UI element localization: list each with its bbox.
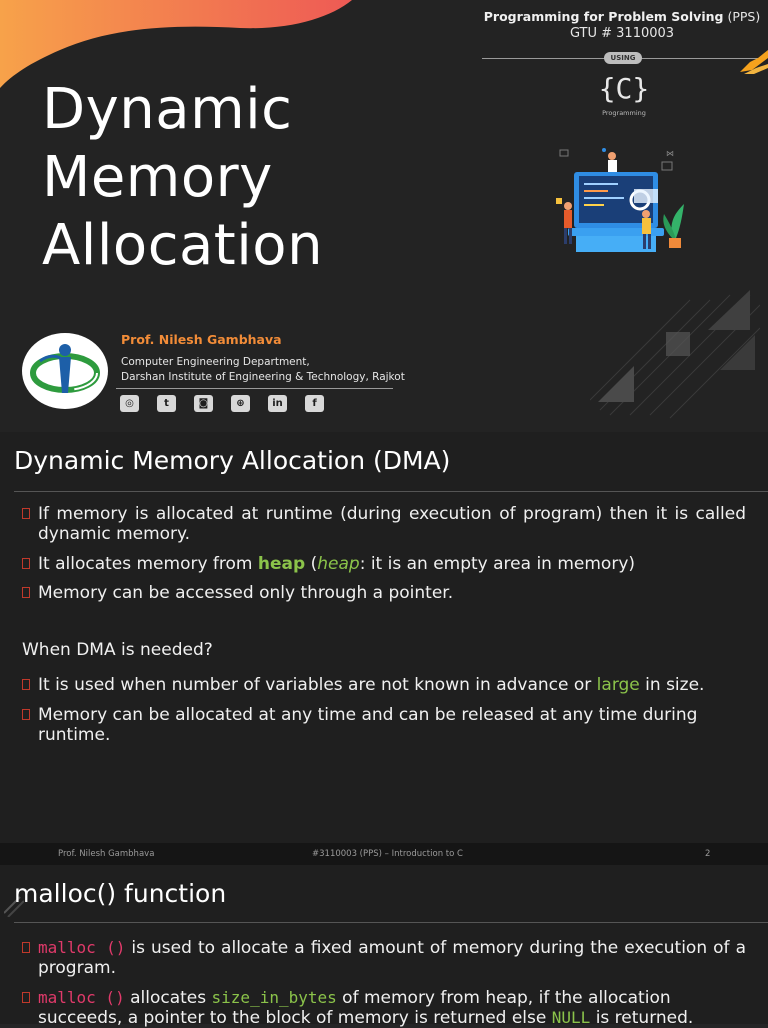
twitter-icon[interactable]: t xyxy=(157,395,176,412)
bullet-icon xyxy=(22,508,30,519)
facebook-icon[interactable]: f xyxy=(305,395,324,412)
bullet-icon xyxy=(22,587,30,598)
question-text: When DMA is needed? xyxy=(22,640,213,660)
course-code: GTU # 3110003 xyxy=(569,26,675,41)
whatsapp-icon[interactable]: ◎ xyxy=(120,395,139,412)
code-null: NULL xyxy=(551,1008,591,1027)
social-links: ◎ t ◙ ⊕ in f xyxy=(120,395,324,412)
bullet-text: Memory can be accessed only through a po… xyxy=(38,583,454,603)
text-run: allocates xyxy=(124,988,212,1008)
bullet-text: It allocates memory from heap (heap: it … xyxy=(38,554,746,574)
bullet-icon xyxy=(22,558,30,569)
text-run: : it is an empty area in memory) xyxy=(359,554,636,574)
divider xyxy=(14,491,768,492)
dma-slide: Dynamic Memory Allocation (DMA) If memor… xyxy=(0,432,768,864)
darshan-logo xyxy=(22,333,108,409)
course-header: Programming for Problem Solving (PPS) GT… xyxy=(482,8,762,42)
title-line: Allocation xyxy=(42,213,324,278)
c-logo-caption: Programming xyxy=(602,109,646,117)
list-item: malloc () allocates size_in_bytes of mem… xyxy=(22,988,746,1028)
affiliation: Computer Engineering Department, Darshan… xyxy=(121,355,405,385)
highlight-heap: heap xyxy=(257,554,306,574)
bullet-icon xyxy=(22,992,30,1003)
bullet-text: malloc () allocates size_in_bytes of mem… xyxy=(38,988,746,1028)
bullet-icon xyxy=(22,679,30,690)
text-run: It allocates memory from xyxy=(38,554,258,574)
institute-emblem-icon xyxy=(30,344,100,393)
text-run: of memory from heap, if the allocation s… xyxy=(38,988,671,1028)
corner-stripes-decoration xyxy=(4,896,24,917)
list-item: It is used when number of variables are … xyxy=(22,675,746,695)
slide-title: Dynamic Memory Allocation xyxy=(42,76,362,280)
bullet-text: It is used when number of variables are … xyxy=(38,675,746,695)
list-item: Memory can be allocated at any time and … xyxy=(22,705,746,745)
divider xyxy=(116,388,393,389)
title-line: Memory xyxy=(42,145,273,210)
list-item: malloc () is used to allocate a fixed am… xyxy=(22,938,746,978)
text-run: is used to allocate a fixed amount of me… xyxy=(38,938,746,978)
text-run: ( xyxy=(305,554,318,574)
slide-footer: Prof. Nilesh Gambhava #3110003 (PPS) – I… xyxy=(0,843,768,865)
bullet-text: If memory is allocated at runtime (durin… xyxy=(38,504,746,544)
diagonal-stripes-decoration xyxy=(590,290,760,419)
bullet-icon xyxy=(22,942,30,953)
orange-brush-stroke xyxy=(740,50,768,74)
institute: Darshan Institute of Engineering & Techn… xyxy=(121,371,405,383)
divider xyxy=(14,922,768,923)
page-number: 2 xyxy=(705,849,711,859)
code-malloc: malloc () xyxy=(38,938,126,957)
text-run: in size. xyxy=(639,675,705,695)
slide-heading: Dynamic Memory Allocation (DMA) xyxy=(14,446,451,475)
malloc-slide: malloc() function malloc () is used to a… xyxy=(0,865,768,1028)
slide-heading: malloc() function xyxy=(14,879,227,908)
code-malloc: malloc () xyxy=(38,988,125,1007)
department: Computer Engineering Department, xyxy=(121,356,310,368)
using-badge: USING xyxy=(604,52,642,64)
footer-course: #3110003 (PPS) – Introduction to C xyxy=(312,849,463,859)
bullet-text: Memory can be allocated at any time and … xyxy=(38,705,698,745)
c-language-logo: {C} xyxy=(598,72,650,105)
svg-text:⋈: ⋈ xyxy=(666,149,674,158)
footer-author: Prof. Nilesh Gambhava xyxy=(58,849,155,859)
title-line: Dynamic xyxy=(42,77,293,142)
text-run: is returned. xyxy=(590,1008,694,1028)
list-item: Memory can be accessed only through a po… xyxy=(22,583,746,603)
code-size-in-bytes: size_in_bytes xyxy=(211,988,337,1007)
linkedin-icon[interactable]: in xyxy=(268,395,287,412)
laptop-developers-illustration: ⋈ xyxy=(556,148,684,252)
professor-name: Prof. Nilesh Gambhava xyxy=(121,332,282,347)
course-name: Programming for Problem Solving xyxy=(483,9,724,24)
orange-wave-decoration xyxy=(0,0,352,88)
highlight-heap-italic: heap xyxy=(317,554,360,574)
text-run: It is used when number of variables are … xyxy=(38,675,597,695)
instagram-icon[interactable]: ◙ xyxy=(194,395,213,412)
bullet-text: malloc () is used to allocate a fixed am… xyxy=(38,938,746,978)
list-item: It allocates memory from heap (heap: it … xyxy=(22,554,746,574)
web-icon[interactable]: ⊕ xyxy=(231,395,250,412)
course-abbr: (PPS) xyxy=(727,9,761,24)
bullet-icon xyxy=(22,709,30,720)
title-slide: Dynamic Memory Allocation Programming fo… xyxy=(0,0,768,432)
list-item: If memory is allocated at runtime (durin… xyxy=(22,504,746,544)
course-name-line: Programming for Problem Solving (PPS) xyxy=(482,8,762,25)
highlight-large: large xyxy=(596,675,640,695)
